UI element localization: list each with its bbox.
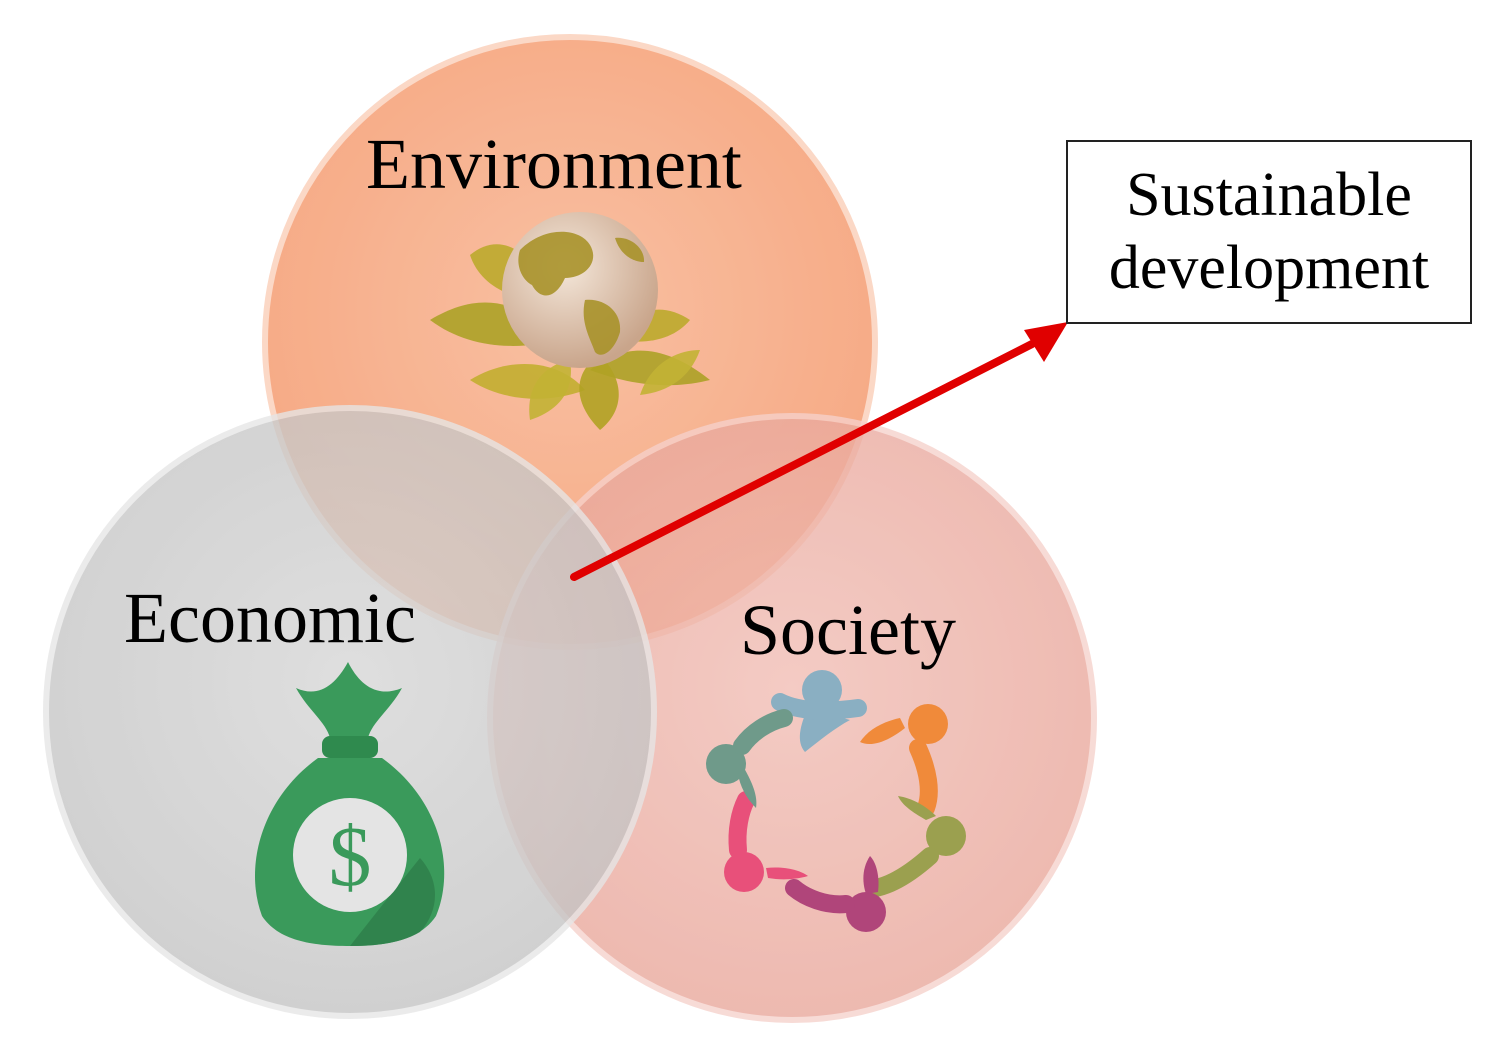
sustainable-development-line1: Sustainable [1126, 160, 1412, 229]
society-label: Society [740, 590, 956, 670]
svg-text:$: $ [329, 808, 372, 904]
sustainable-development-box: Sustainable development [1066, 140, 1472, 324]
people-circle-icon [706, 670, 966, 932]
environment-label: Environment [366, 124, 742, 204]
money-bag-icon: $ [254, 662, 445, 946]
arrow-to-sustainable-development [570, 322, 1068, 581]
economic-label: Economic [124, 578, 416, 658]
globe-with-leaves-icon [430, 212, 710, 430]
sustainable-development-line2: development [1108, 234, 1430, 302]
